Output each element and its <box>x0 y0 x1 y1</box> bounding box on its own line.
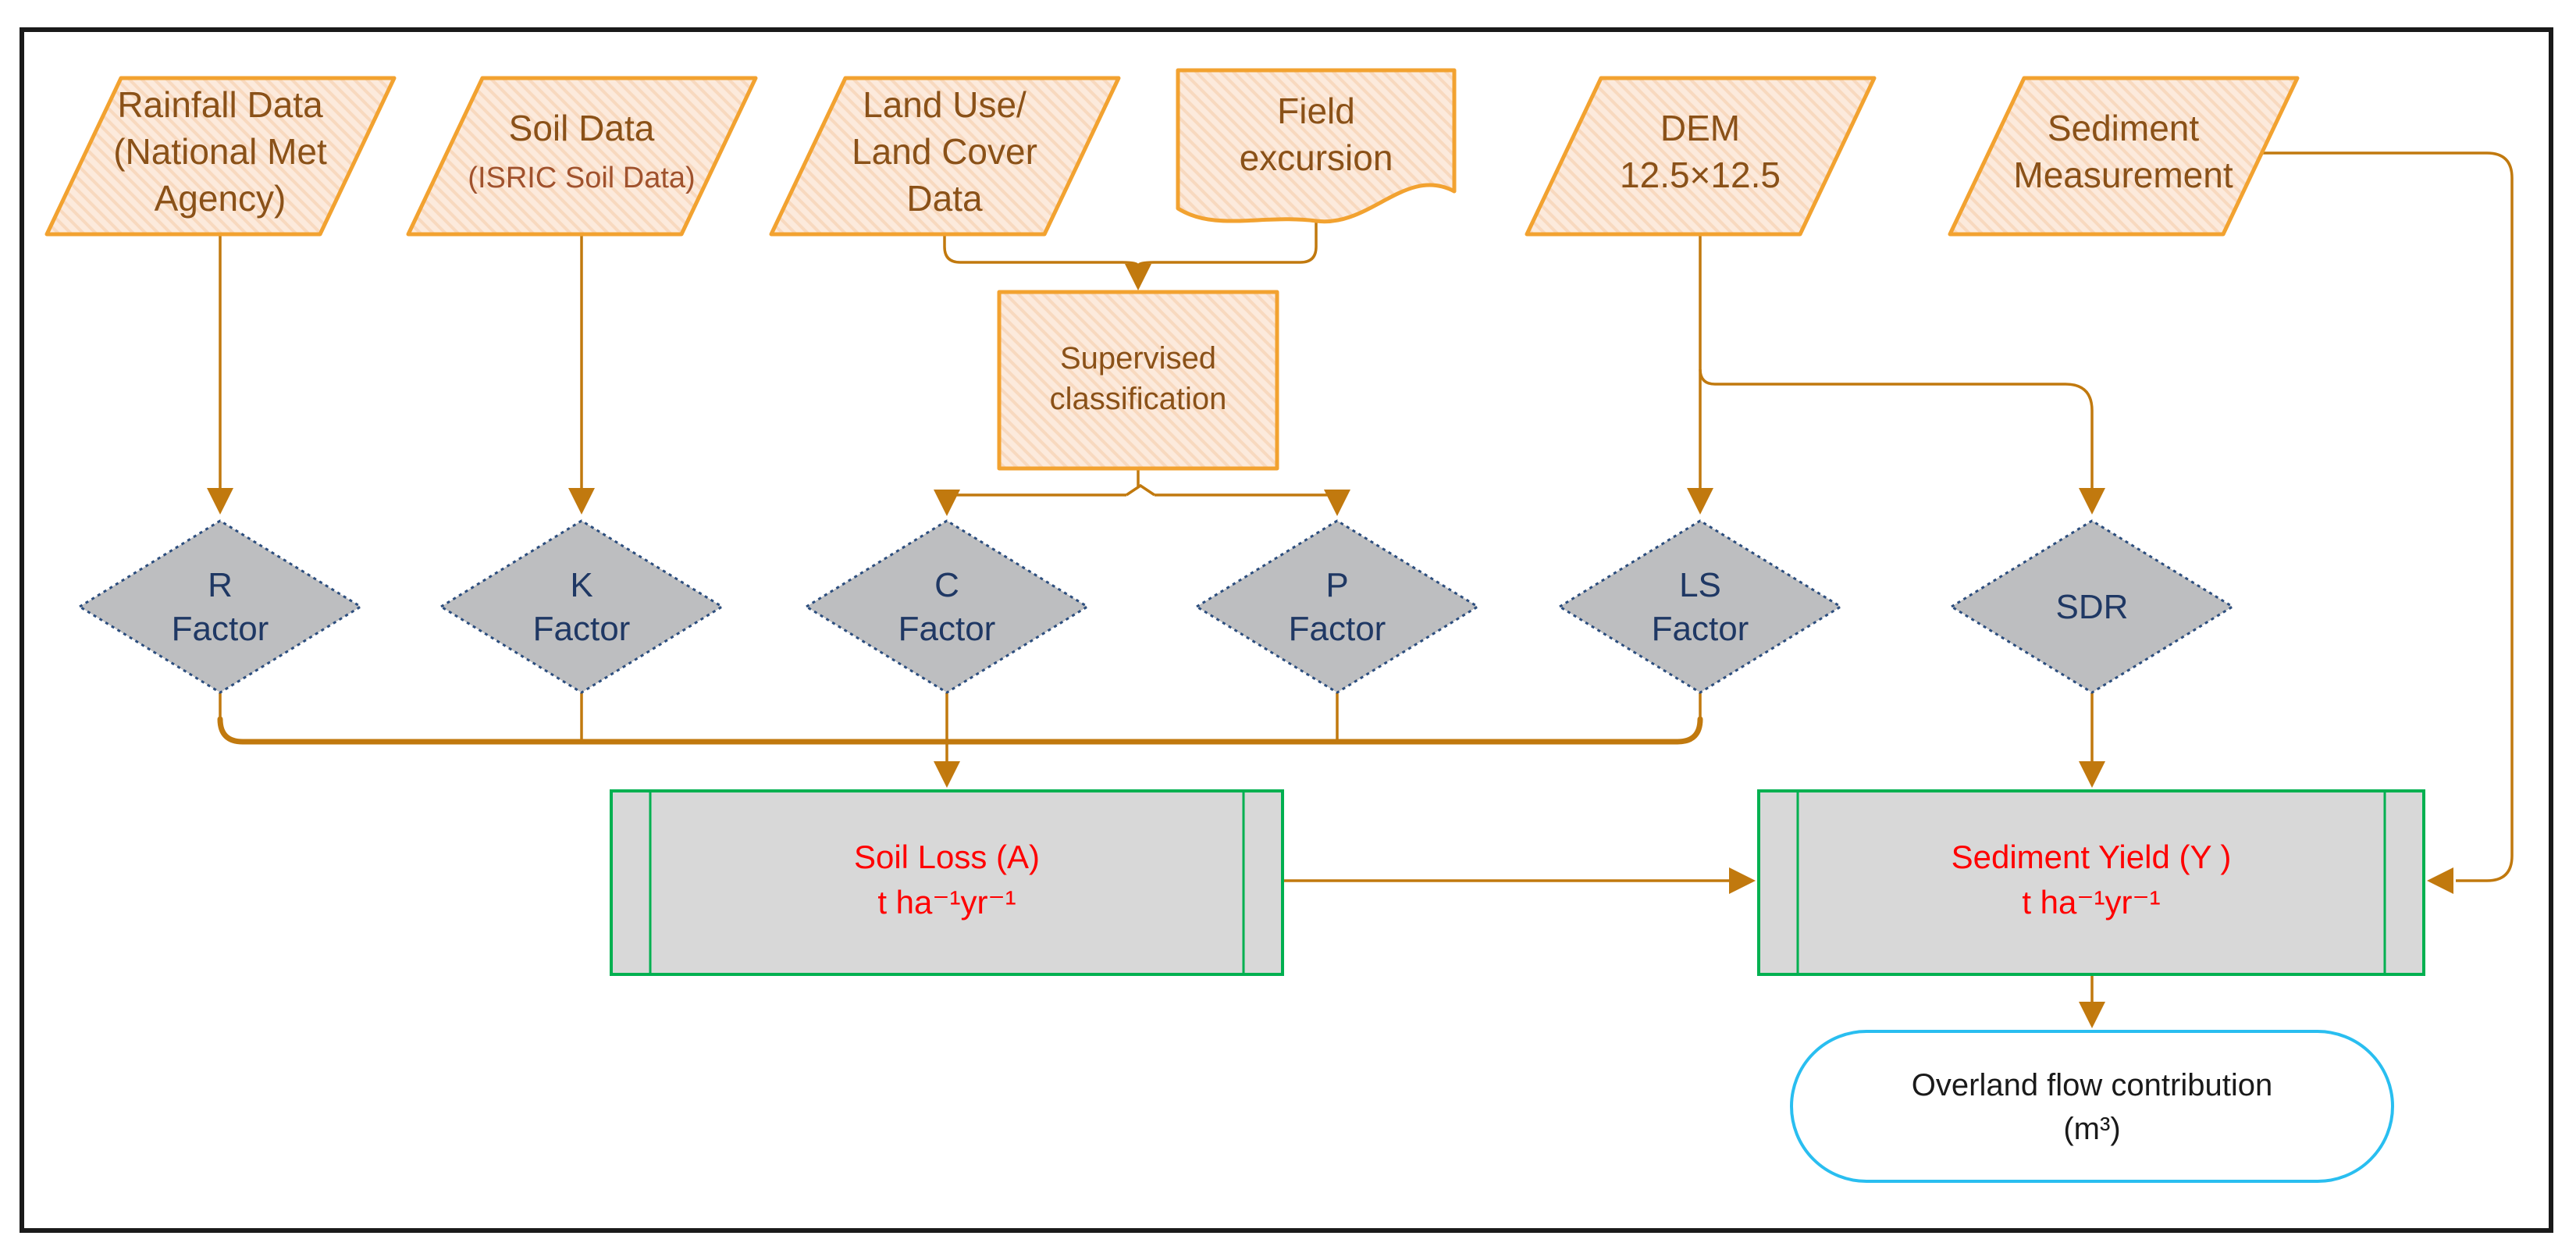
connector-field-to-supervised <box>1137 221 1318 267</box>
node-landuse-label-line3: Data <box>906 178 983 219</box>
node-sediment-label-line1: Sediment <box>2048 108 2200 148</box>
node-lsfactor-label-line2: Factor <box>1652 610 1749 648</box>
connector-sediment-to-sedimentyield <box>2261 151 2514 882</box>
node-sedimentyield-label-line2: t ha⁻¹yr⁻¹ <box>2022 884 2160 921</box>
node-rainfall-data <box>44 76 397 237</box>
arrowhead-into-overland <box>2079 1002 2105 1028</box>
arrowhead-into-sdr <box>2079 488 2105 515</box>
arrowhead-into-sedimentyield-right <box>2427 867 2453 894</box>
connector-landuse-to-supervised <box>943 234 1140 267</box>
node-supervised-classification <box>997 290 1279 471</box>
arrowhead-into-soilloss <box>934 761 960 788</box>
connector-dem-to-sdr <box>1699 369 2094 490</box>
node-cfactor-label-line1: C <box>934 566 959 604</box>
node-supervised-label-line1: Supervised <box>1060 341 1216 376</box>
node-soil-label-line1: Soil Data <box>509 108 655 148</box>
node-cfactor-label-line2: Factor <box>898 610 996 648</box>
node-pfactor-label-line1: P <box>1325 566 1348 604</box>
node-overland-label-line1: Overland flow contribution <box>1912 1068 2272 1102</box>
node-overland-label-line2: (m³) <box>2063 1112 2120 1146</box>
node-soilloss-label-line2: t ha⁻¹yr⁻¹ <box>877 884 1016 921</box>
node-rainfall-label-line2: (National Met <box>113 131 327 172</box>
connector-factor-bus <box>217 716 1703 745</box>
node-kfactor-label-line1: K <box>570 566 592 604</box>
node-field-label-line2: excursion <box>1240 137 1393 178</box>
node-rainfall-label-line1: Rainfall Data <box>117 84 323 125</box>
node-sediment-measurement <box>1948 76 2300 237</box>
node-c-factor <box>805 519 1089 694</box>
node-sdr <box>1950 519 2234 694</box>
arrowhead-into-cfactor <box>934 490 960 516</box>
node-sdr-label: SDR <box>2056 588 2129 626</box>
node-soilloss-label-line1: Soil Loss (A) <box>854 839 1040 875</box>
node-field-label-line1: Field <box>1277 91 1355 131</box>
node-sediment-label-line2: Measurement <box>2013 155 2233 195</box>
node-soil-data <box>406 76 758 237</box>
arrowhead-into-kfactor <box>568 488 595 515</box>
arrowhead-into-sedimentyield-left <box>1729 867 1756 894</box>
node-dem-label-line1: DEM <box>1660 108 1740 148</box>
figure-border <box>20 27 2553 1233</box>
arrowhead-into-rfactor <box>207 488 233 515</box>
node-landuse-label-line2: Land Cover <box>852 131 1037 172</box>
node-landuse-data <box>769 76 1121 237</box>
node-field-excursion <box>1176 68 1457 224</box>
node-rainfall-label-line3: Agency) <box>155 178 286 219</box>
node-landuse-label-line1: Land Use/ <box>863 84 1026 125</box>
arrowhead-into-supervised <box>1125 264 1151 290</box>
node-sedimentyield-label-line1: Sediment Yield (Y ) <box>1952 839 2232 875</box>
node-overland-flow <box>1790 1030 2394 1183</box>
node-dem-label-line2: 12.5×12.5 <box>1620 155 1781 195</box>
node-dem <box>1525 76 1877 237</box>
arrowhead-into-pfactor <box>1324 490 1350 516</box>
node-rfactor-label-line1: R <box>208 566 233 604</box>
node-soil-label-line2: (ISRIC Soil Data) <box>468 162 695 194</box>
node-p-factor <box>1195 519 1479 694</box>
node-supervised-label-line2: classification <box>1050 382 1227 416</box>
node-k-factor <box>439 519 724 694</box>
node-sediment-yield <box>1757 789 2425 976</box>
node-pfactor-label-line2: Factor <box>1289 610 1386 648</box>
connector-line-hop <box>1126 483 1155 497</box>
node-kfactor-label-line2: Factor <box>533 610 631 648</box>
node-r-factor <box>78 519 362 694</box>
arrowhead-into-sedimentyield-top <box>2079 761 2105 788</box>
node-lsfactor-label-line1: LS <box>1679 566 1721 604</box>
node-soil-loss <box>610 789 1284 976</box>
node-ls-factor <box>1558 519 1842 694</box>
arrowhead-into-lsfactor <box>1687 488 1713 515</box>
node-rfactor-label-line2: Factor <box>172 610 269 648</box>
